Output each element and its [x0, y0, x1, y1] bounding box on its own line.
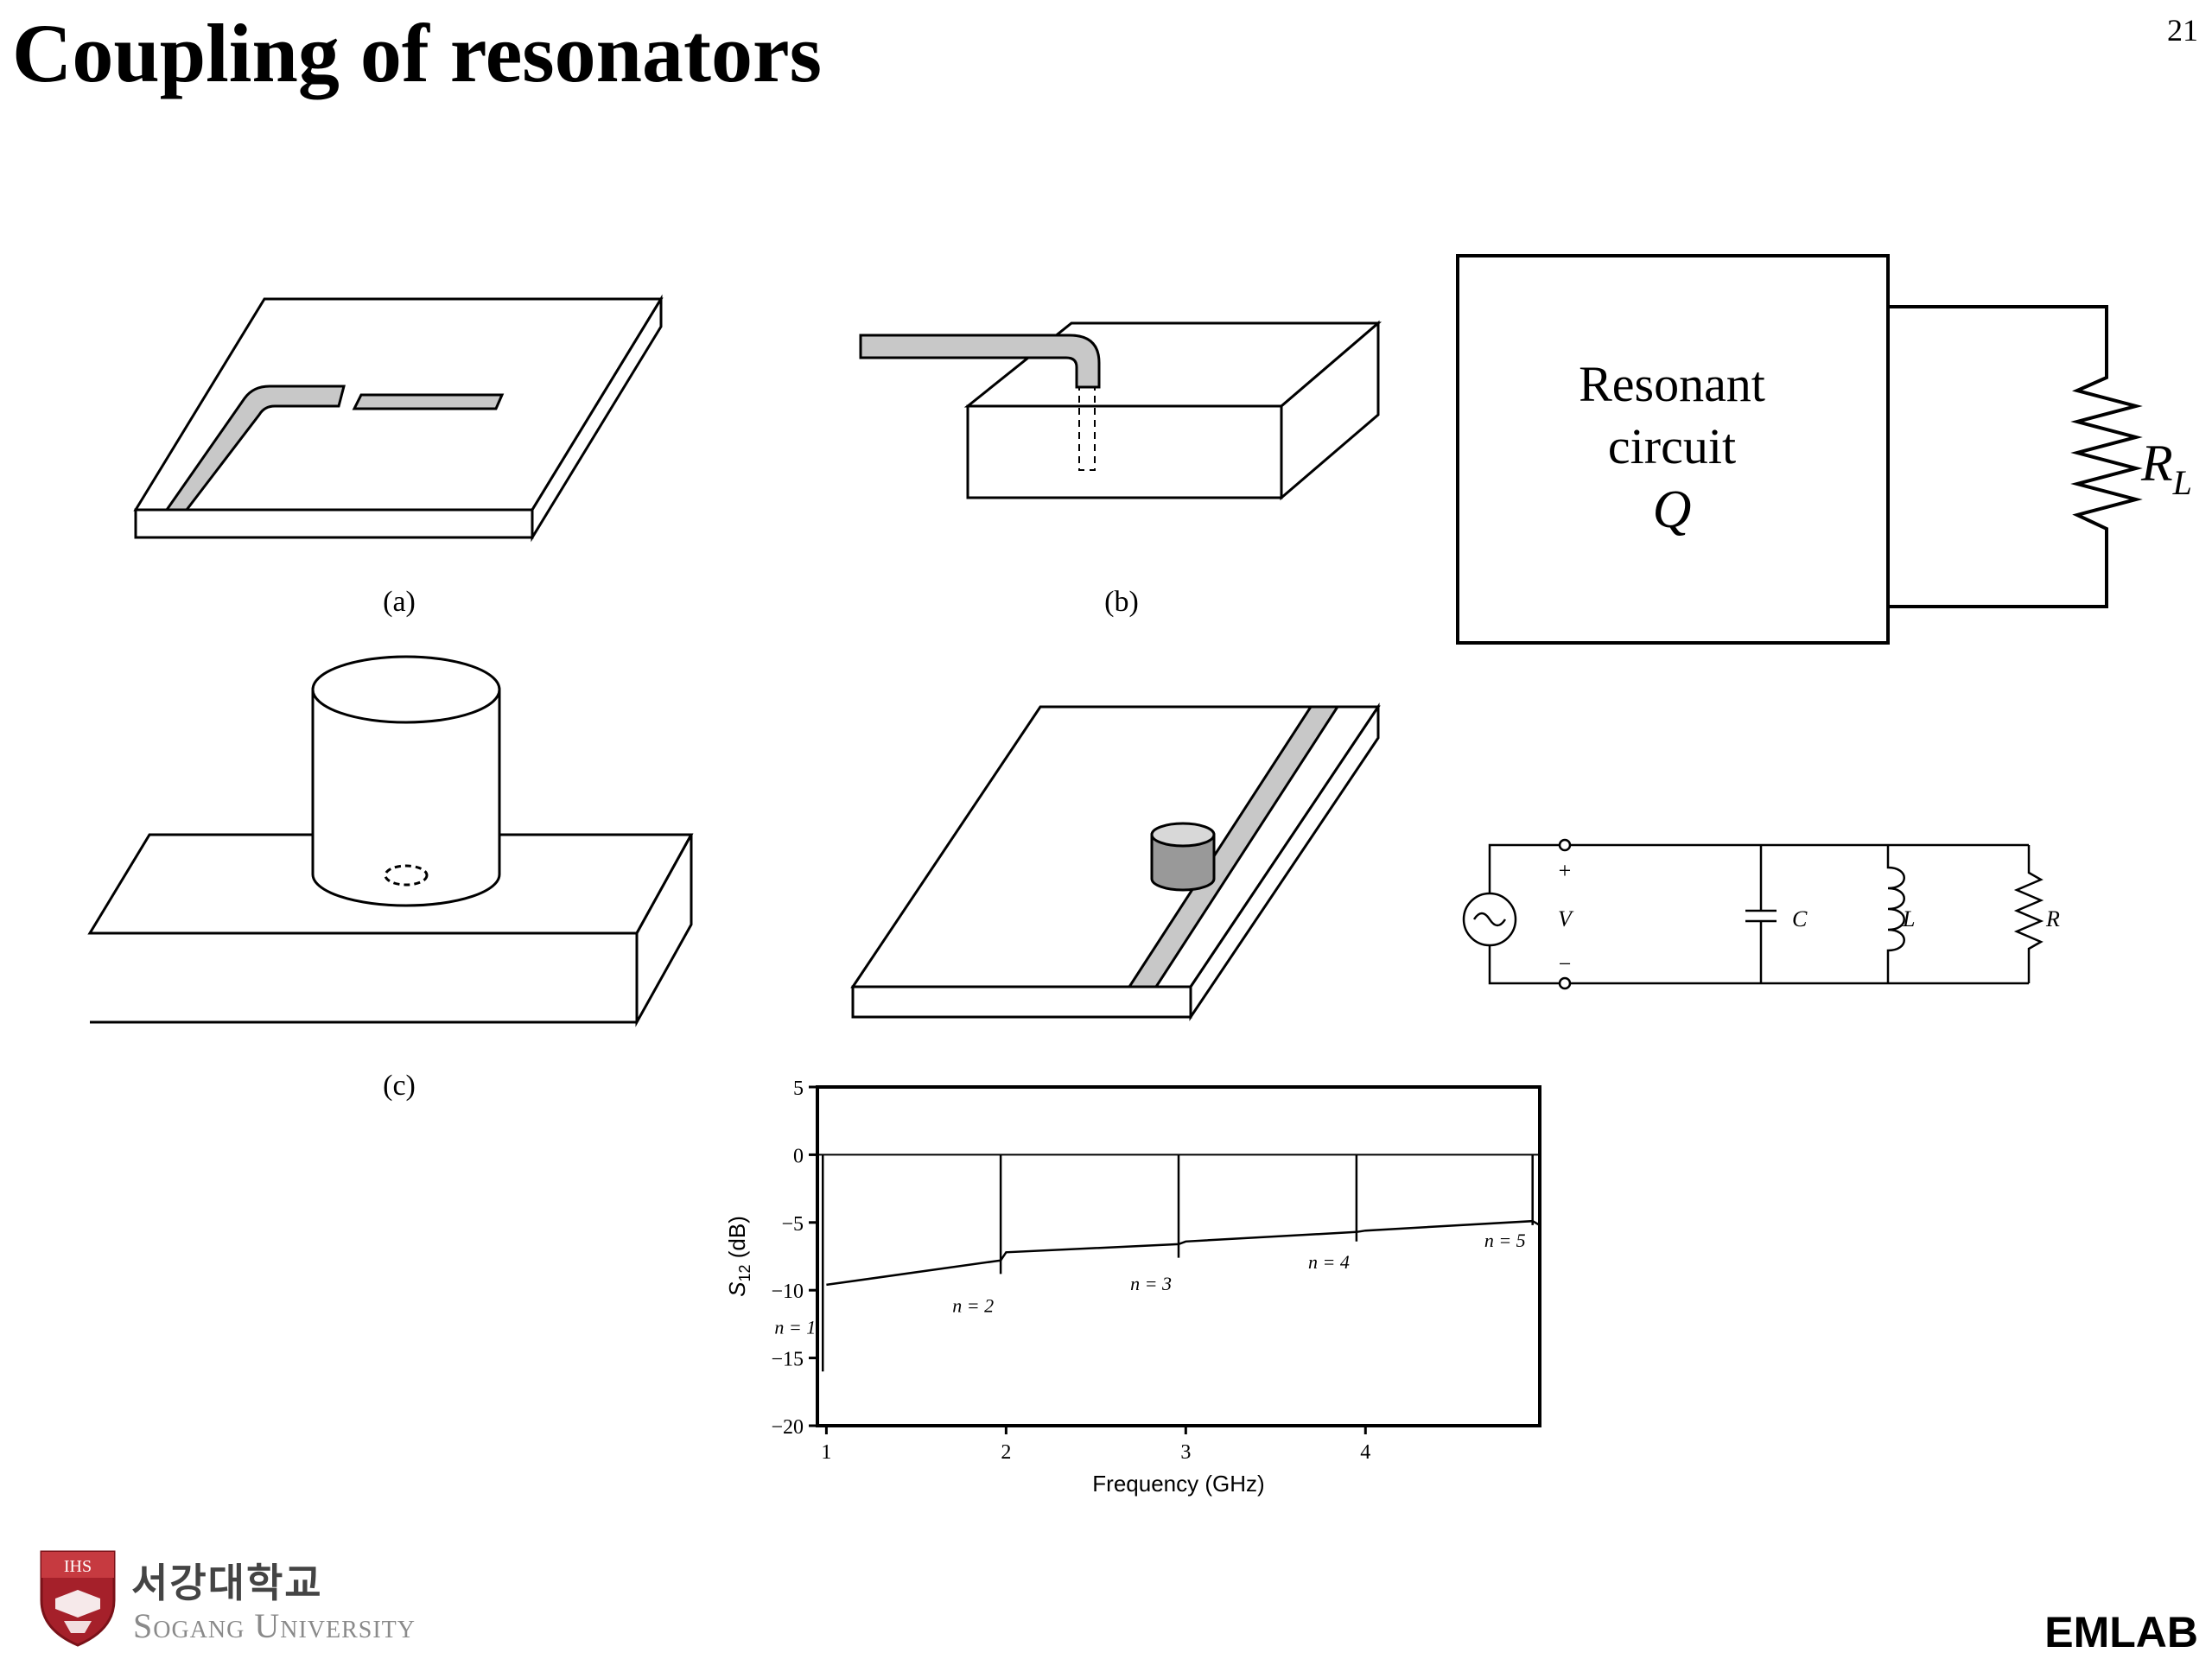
probe-line	[859, 334, 1101, 389]
rlc-v: V	[1558, 906, 1574, 931]
y-tick-label: −5	[781, 1213, 804, 1236]
source-symbol	[1462, 892, 1517, 947]
y-tick-label: −20	[771, 1416, 804, 1439]
shield-icon: IHS	[40, 1550, 116, 1647]
resonance-label: n = 3	[1130, 1273, 1172, 1294]
plot-frame	[816, 1085, 1541, 1427]
rlc-resistor	[2013, 845, 2044, 983]
figure-c-dielectric-resonator	[87, 655, 694, 1027]
box-line2: circuit	[1608, 418, 1736, 474]
rlc-l: L	[1902, 906, 1915, 931]
inductor	[1886, 845, 1905, 983]
resonance-label: n = 4	[1308, 1251, 1350, 1273]
x-tick-label: 1	[821, 1441, 831, 1464]
y-tick-label: −15	[771, 1349, 804, 1371]
slide-title: Coupling of resonators	[12, 7, 822, 99]
university-logo: IHS 서강대학교 Sogang University	[35, 1547, 449, 1650]
rlc-plus: +	[1559, 858, 1572, 883]
figure-microstrip-puck	[850, 702, 1381, 1021]
puck-body	[1150, 833, 1216, 892]
load-resistor	[1888, 305, 2143, 608]
resonance-label: n = 2	[952, 1294, 994, 1316]
logo-korean: 서강대학교	[131, 1560, 323, 1606]
logo-english: Sogang University	[133, 1606, 416, 1645]
box-line1: Resonant	[1579, 356, 1765, 412]
resonance-label: n = 5	[1484, 1230, 1526, 1251]
y-axis-label: S12 (dB)	[724, 1216, 753, 1297]
rlc-c: C	[1792, 906, 1808, 931]
feed-line	[164, 385, 346, 512]
s12-curve	[826, 1219, 1541, 1287]
y-tick-label: 5	[793, 1077, 804, 1100]
shield-text: IHS	[64, 1557, 92, 1576]
x-tick-label: 2	[1001, 1441, 1011, 1464]
puck-top	[1150, 822, 1216, 848]
x-tick-label: 4	[1360, 1441, 1370, 1464]
rlc-minus: −	[1559, 951, 1572, 976]
resonator-strip	[352, 393, 505, 410]
strip-line	[1127, 705, 1340, 988]
load-label: RL	[2140, 435, 2192, 502]
s12-chart: 5 0 −5 −10 −15 −20 1 2 3 4 n = 1 n = 2 n = 3 n = 4 n …	[724, 1077, 1541, 1497]
caption-a: (a)	[383, 586, 416, 618]
rlc-r: R	[2045, 906, 2060, 931]
figure-a-microstrip-gap	[133, 294, 664, 543]
resonant-circuit-diagram	[1456, 254, 2143, 645]
resonance-label: n = 1	[774, 1316, 816, 1338]
figure-b-probe-cavity	[859, 320, 1382, 501]
y-tick-label: −10	[771, 1281, 804, 1303]
x-tick-label: 3	[1180, 1441, 1191, 1464]
cylinder-body	[311, 688, 501, 907]
cylinder-top	[311, 655, 501, 724]
y-tick-label: 0	[793, 1145, 804, 1167]
box-q: Q	[1653, 480, 1692, 539]
resonant-circuit-box	[1456, 254, 1890, 645]
rlc-circuit	[1462, 838, 2044, 990]
x-axis-label: Frequency (GHz)	[1092, 1471, 1264, 1497]
page-number: 21	[2167, 13, 2198, 48]
dashed-aperture	[384, 864, 429, 887]
caption-c: (c)	[383, 1070, 416, 1102]
caption-b: (b)	[1104, 586, 1139, 618]
brand-label: EMLAB	[2044, 1608, 2198, 1656]
